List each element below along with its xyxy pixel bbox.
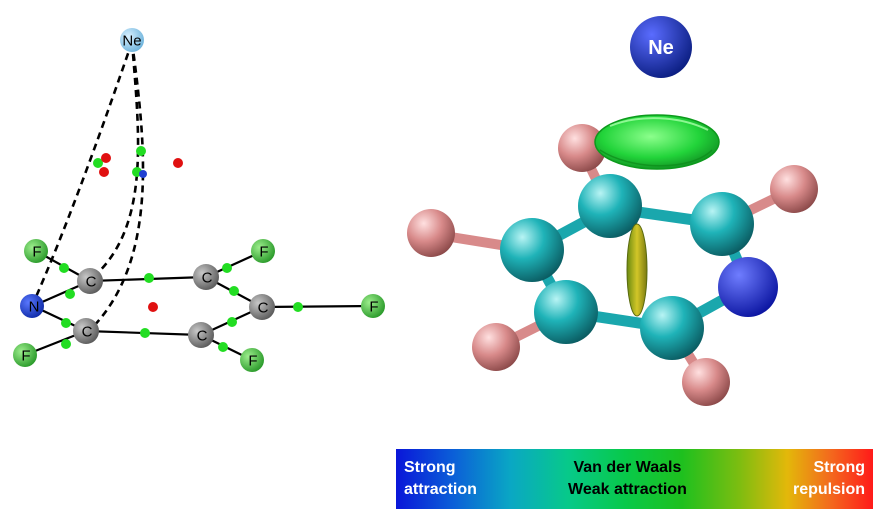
bond-critical-point bbox=[59, 263, 69, 273]
carbon-atom: C bbox=[249, 294, 275, 320]
carbon-atom: C bbox=[77, 268, 103, 294]
nitrogen-atom: N bbox=[20, 294, 44, 318]
nitrogen-atom-label: N bbox=[29, 299, 40, 316]
bond-path-ne-n bbox=[30, 41, 134, 307]
neon-atom: Ne bbox=[630, 16, 692, 78]
bond-critical-point bbox=[227, 317, 237, 327]
strong-attraction-label: Strong attraction bbox=[404, 457, 477, 501]
carbon-atom bbox=[534, 280, 598, 344]
neon-atom-label: Ne bbox=[648, 37, 674, 59]
ring-critical-point bbox=[101, 153, 111, 163]
van-der-waals-label: Van der Waals Weak attraction bbox=[568, 457, 687, 501]
carbon-atom bbox=[640, 296, 704, 360]
carbon-atom bbox=[690, 192, 754, 256]
fluorine-atom: F bbox=[361, 294, 385, 318]
carbon-atom-label: C bbox=[82, 324, 93, 341]
ring-critical-points bbox=[99, 153, 183, 312]
color-scale-left-line-1: Strong bbox=[404, 459, 456, 476]
fluorine-atom-label: F bbox=[369, 299, 378, 316]
fluorine-atom bbox=[558, 124, 606, 172]
carbon-atom: C bbox=[193, 264, 219, 290]
fluorine-atom bbox=[472, 323, 520, 371]
fluorine-atom: F bbox=[13, 343, 37, 367]
carbon-atom-label: C bbox=[86, 274, 97, 291]
nitrogen-marker bbox=[139, 170, 147, 178]
fluorine-atom bbox=[770, 165, 818, 213]
bond-critical-point bbox=[93, 158, 103, 168]
fluorine-atom-label: F bbox=[32, 244, 41, 261]
carbon-atom-label: C bbox=[197, 328, 208, 345]
bond-critical-point bbox=[61, 318, 71, 328]
bond-critical-point bbox=[218, 342, 228, 352]
carbon-atom: C bbox=[188, 322, 214, 348]
carbon-atom: C bbox=[73, 318, 99, 344]
fluorine-atom: F bbox=[251, 239, 275, 263]
fluorine-atom-label: F bbox=[259, 244, 268, 261]
fluorine-atom: F bbox=[240, 348, 264, 372]
nci-color-scale: Strong attraction Van der Waals Weak att… bbox=[396, 449, 873, 509]
color-scale-middle-line-1: Van der Waals bbox=[573, 459, 682, 476]
bond-c5-f bbox=[261, 304, 374, 309]
bond-critical-point bbox=[229, 286, 239, 296]
ring-critical-point bbox=[148, 302, 158, 312]
bond-path-ne-c-left bbox=[89, 41, 145, 331]
carbon-atom bbox=[500, 218, 564, 282]
bond-path-ne-c-top bbox=[89, 41, 140, 281]
bond-critical-point bbox=[65, 289, 75, 299]
fluorine-atom-label: F bbox=[248, 353, 257, 370]
fluorine-atom: F bbox=[24, 239, 48, 263]
ring-critical-point bbox=[99, 167, 109, 177]
fluorine-atom-label: F bbox=[21, 348, 30, 365]
ring-critical-point bbox=[173, 158, 183, 168]
bond-paths bbox=[30, 41, 145, 331]
carbon-atom bbox=[578, 174, 642, 238]
nci-surface-diagram: Ne bbox=[407, 16, 818, 406]
bond-critical-point bbox=[61, 339, 71, 349]
bond-critical-point bbox=[136, 146, 146, 156]
color-scale-right-line-2: repulsion bbox=[792, 481, 865, 498]
fluorine-atom bbox=[407, 209, 455, 257]
qtaim-bond-path-diagram: Ne N C C C C C F bbox=[13, 28, 385, 372]
carbon-atom-label: C bbox=[202, 270, 213, 287]
neon-atom: Ne bbox=[120, 28, 144, 52]
color-scale-middle-line-2: Weak attraction bbox=[568, 481, 687, 498]
fluorine-atom bbox=[682, 358, 730, 406]
color-scale-left-line-2: attraction bbox=[404, 481, 477, 498]
vdw-interaction-surface bbox=[594, 114, 720, 170]
ring-interaction-surface bbox=[626, 223, 648, 317]
nitrogen-atom bbox=[718, 257, 778, 317]
bond-critical-point bbox=[144, 273, 154, 283]
bond-critical-point bbox=[293, 302, 303, 312]
bond-critical-point bbox=[222, 263, 232, 273]
carbon-atom-label: C bbox=[258, 300, 269, 317]
strong-repulsion-label: Strong repulsion bbox=[793, 457, 865, 501]
color-scale-right-line-1: Strong bbox=[813, 459, 865, 476]
bond-critical-point bbox=[140, 328, 150, 338]
neon-atom-label: Ne bbox=[122, 33, 141, 50]
